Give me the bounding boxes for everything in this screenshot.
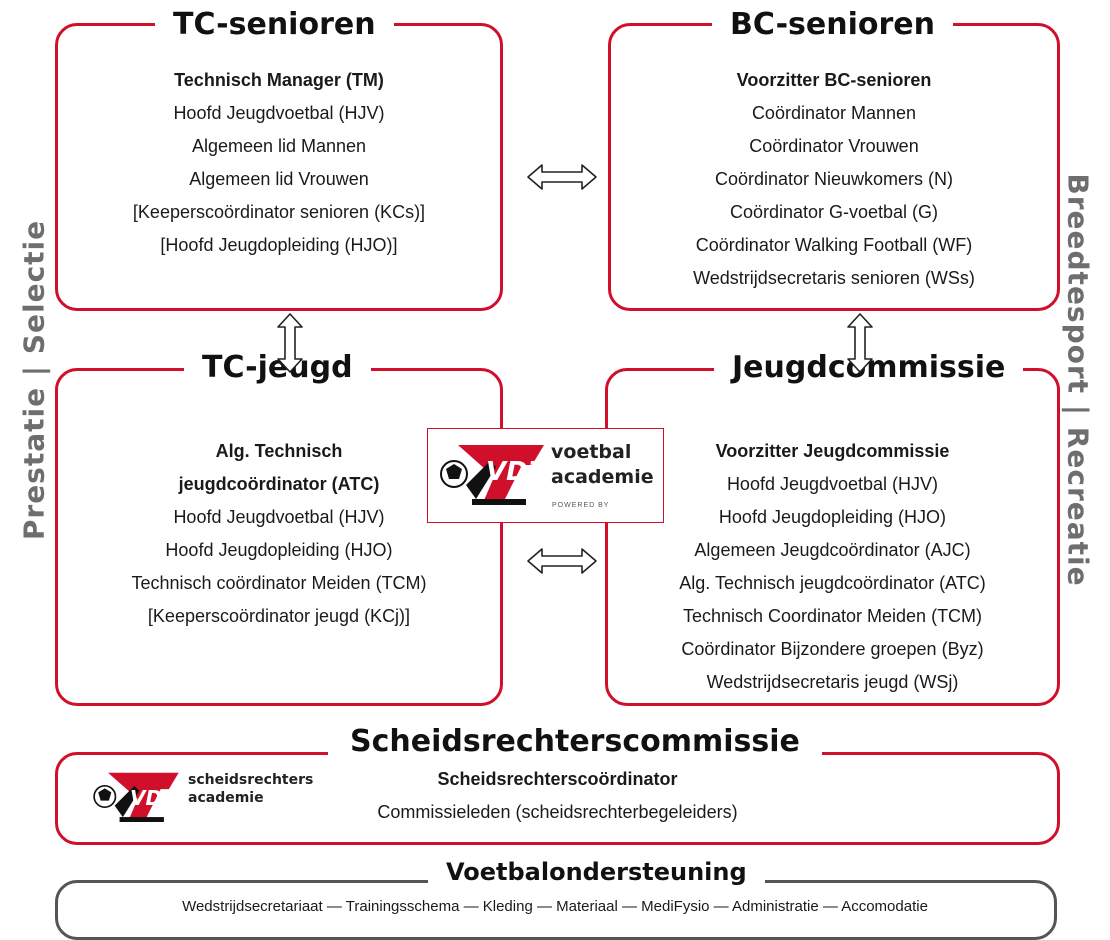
tc-senioren-line: Hoofd Jeugdvoetbal (HJV) [173,103,385,123]
jeugdcommissie-line: Technisch Coordinator Meiden (TCM) [682,606,983,626]
logo-line2: academie [188,790,264,806]
double-arrow-vertical-icon [847,313,873,373]
vdz-brand-text: VDZ [130,786,177,810]
voetbalondersteuning-text: Wedstrijdsecretariaat — Trainingsschema … [182,898,928,915]
bc-senioren-line: Coördinator Walking Football (WF) [695,235,973,255]
tc-senioren-title: TC-senioren [155,10,394,40]
tc-jeugd-line: Hoofd Jeugdopleiding (HJO) [165,540,393,560]
tc-jeugd-line: [Keeperscoördinator jeugd (KCj)] [147,606,411,626]
tc-jeugd-title: TC-jeugd [184,353,371,383]
vdz-scheidsrechters-academie-logo: VDZ scheidsrechters academie [90,764,340,834]
jeugdcommissie-line: Hoofd Jeugdvoetbal (HJV) [726,474,939,494]
tc-senioren-line: Algemeen lid Vrouwen [189,169,369,189]
jeugdcommissie-line: Coördinator Bijzondere groepen (Byz) [681,639,984,659]
jeugdcommissie-line: Hoofd Jeugdopleiding (HJO) [718,507,947,527]
logo-line1: scheidsrechters [188,772,314,788]
vdz-badge-icon [93,772,179,822]
jeugdcommissie-line: Wedstrijdsecretaris jeugd (WSj) [706,672,959,692]
tc-jeugd-lines: Alg. Technisch jeugdcoördinator (ATC) Ho… [55,435,503,633]
jeugdcommissie-lines: Voorzitter Jeugdcommissie Hoofd Jeugdvoe… [605,435,1060,699]
tc-jeugd-line: jeugdcoördinator (ATC) [178,474,380,494]
tc-senioren-line: Algemeen lid Mannen [191,136,367,156]
vdz-brand-text: VDZ [486,457,547,487]
tc-jeugd-line: Alg. Technisch [215,441,343,461]
bc-senioren-lines: Voorzitter BC-senioren Coördinator Manne… [608,64,1060,295]
tc-senioren-lines: Technisch Manager (TM) Hoofd Jeugdvoetba… [55,64,503,262]
scheidsrechters-lines: Scheidsrechterscoördinator Commissielede… [330,763,785,829]
logo-powered-text: POWERED BY [552,502,610,509]
tc-senioren-line: Technisch Manager (TM) [174,70,384,90]
jeugdcommissie-line: Voorzitter Jeugdcommissie [715,441,950,461]
logo-line1: voetbal [551,441,632,463]
bc-senioren-line: Voorzitter BC-senioren [736,70,932,90]
scheidsrechters-line: Commissieleden (scheidsrechterbegeleider… [377,802,738,822]
bc-senioren-line: Coördinator Nieuwkomers (N) [714,169,954,189]
tc-senioren-line: [Keeperscoördinator senioren (KCs)] [132,202,426,222]
tc-jeugd-line: Hoofd Jeugdvoetbal (HJV) [173,507,385,527]
scheidsrechters-title: Scheidsrechterscommissie [328,727,822,757]
jeugdcommissie-title: Jeugdcommissie [714,353,1024,383]
side-label-right: Breedtesport | Recreatie [1061,173,1095,587]
logo-line2: academie [551,466,654,488]
bc-senioren-line: Coördinator Mannen [751,103,917,123]
tc-jeugd-line: Technisch coördinator Meiden (TCM) [131,573,427,593]
tc-senioren-line: [Hoofd Jeugdopleiding (HJO)] [160,235,398,255]
double-arrow-vertical-icon [277,313,303,373]
bc-senioren-line: Wedstrijdsecretaris senioren (WSs) [693,268,975,288]
bc-senioren-line: Coördinator G-voetbal (G) [729,202,939,222]
bc-senioren-title: BC-senioren [712,10,953,40]
scheidsrechters-line: Scheidsrechterscoördinator [437,769,678,789]
side-label-left: Prestatie | Selectie [17,219,51,541]
vdz-voetbal-academie-logo: VDZ voetbal academie POWERED BY [427,428,664,523]
voetbalondersteuning-title: Voetbalondersteuning [428,860,765,884]
jeugdcommissie-line: Alg. Technisch jeugdcoördinator (ATC) [679,573,986,593]
double-arrow-horizontal-icon [527,548,597,574]
vdz-badge-icon [440,445,544,505]
double-arrow-horizontal-icon [527,164,597,190]
jeugdcommissie-line: Algemeen Jeugdcoördinator (AJC) [694,540,971,560]
bc-senioren-line: Coördinator Vrouwen [749,136,919,156]
